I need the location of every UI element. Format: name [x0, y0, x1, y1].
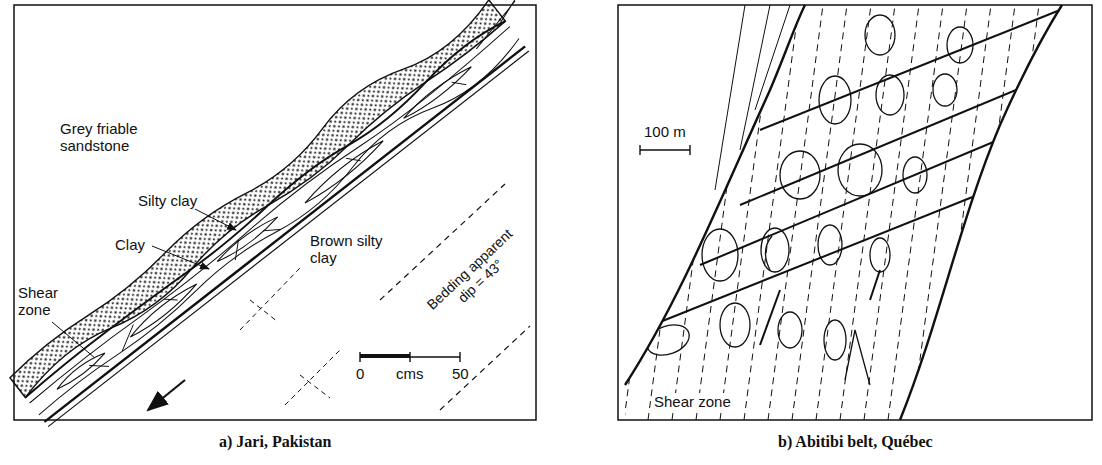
scale-label: 100 m — [642, 123, 688, 140]
zone-label: Shear zone — [18, 284, 73, 319]
foliation-line — [864, 5, 919, 420]
foliation — [600, 5, 1102, 420]
foliation-line — [792, 5, 847, 420]
panel-caption: b) Abitibi belt, Québec — [778, 433, 933, 451]
scale-number: 50 — [452, 365, 469, 382]
foliation-line — [912, 5, 967, 420]
scale-unit: cms — [396, 365, 424, 382]
foliation-line — [624, 5, 679, 420]
foliation-line — [1056, 5, 1102, 420]
scale-number: 0 — [356, 365, 364, 382]
rock-label: Grey friable sandstone — [60, 120, 160, 155]
panel-caption: a) Jari, Pakistan — [219, 433, 331, 451]
veins — [640, 10, 1060, 345]
foliation-line — [1008, 5, 1063, 420]
foliation-line — [696, 5, 751, 420]
foliation-line — [744, 5, 799, 420]
foliation-line — [672, 5, 727, 420]
foliation-line — [1032, 5, 1087, 420]
shear-band — [4, 0, 561, 427]
foliation-line — [1080, 5, 1102, 420]
foliation-line — [720, 5, 775, 420]
clasts — [643, 15, 973, 385]
panel-frame — [618, 5, 1092, 420]
layer-label: Clay — [115, 236, 145, 253]
layer-label: Silty clay — [138, 192, 197, 209]
panel-frame — [14, 5, 536, 420]
foliation-line — [768, 5, 823, 420]
bedding-note: Bedding apparent dip = 43° — [417, 220, 533, 331]
foliation-line — [840, 5, 895, 420]
zone-label: Shear zone — [652, 393, 733, 410]
rock-label: Brown silty clay — [310, 232, 400, 267]
foliation-line — [936, 5, 991, 420]
foliation-line — [984, 5, 1039, 420]
foliation-line — [648, 5, 703, 420]
foliation-line — [600, 5, 655, 420]
